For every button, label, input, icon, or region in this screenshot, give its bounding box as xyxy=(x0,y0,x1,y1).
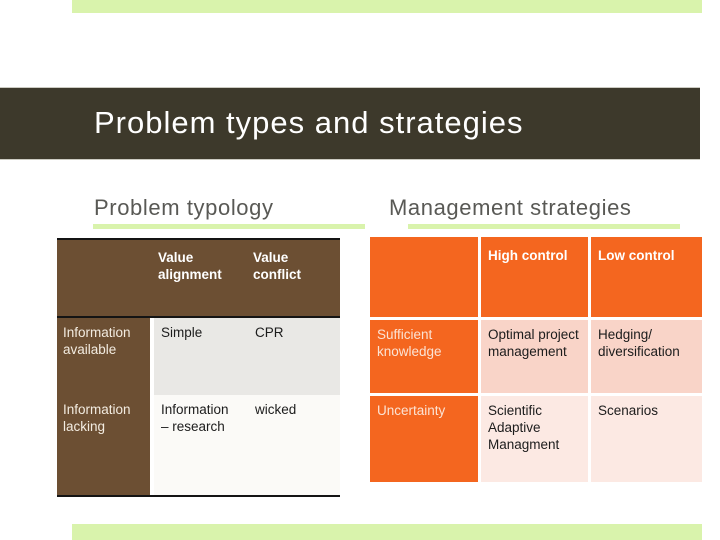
title-banner: Problem types and strategies xyxy=(0,87,700,160)
right-heading-underline xyxy=(408,224,680,229)
row-label-column: Information available Information lackin… xyxy=(57,318,150,495)
row-label-uncertainty: Uncertainty xyxy=(370,396,478,482)
cell-simple: Simple xyxy=(161,325,203,340)
cell-information-research: Information – research xyxy=(161,402,229,434)
body-cells: Simple CPR Information – research wicked xyxy=(154,318,340,495)
left-section-heading: Problem typology xyxy=(94,195,274,220)
table-row: Information – research wicked xyxy=(154,395,340,495)
cell-hedging-diversification: Hedging/ diversification xyxy=(591,320,702,393)
header-cell-empty xyxy=(370,237,478,317)
cell-optimal-project-management: Optimal project management xyxy=(481,320,588,393)
header-cell-value-conflict: Value conflict xyxy=(253,250,302,282)
header-cell-high-control: High control xyxy=(481,237,588,317)
problem-typology-table: Value alignment Value conflict Informati… xyxy=(57,238,340,497)
left-heading-underline xyxy=(93,224,365,229)
cell-wicked: wicked xyxy=(255,402,297,417)
problem-typology-header-row: Value alignment Value conflict xyxy=(57,240,340,318)
cell-scenarios: Scenarios xyxy=(591,396,702,482)
top-accent-bar xyxy=(72,0,702,13)
header-cell-low-control: Low control xyxy=(591,237,702,317)
cell-scientific-adaptive-managment: Scientific Adaptive Managment xyxy=(481,396,588,482)
row-label-information-available: Information available xyxy=(63,325,131,357)
bottom-accent-bar xyxy=(72,524,702,540)
row-label-information-lacking: Information lacking xyxy=(63,402,131,434)
header-cell-value-alignment: Value alignment xyxy=(158,250,222,282)
row-label-sufficient-knowledge: Sufficient knowledge xyxy=(370,320,478,393)
cell-cpr: CPR xyxy=(255,325,284,340)
table-row: Simple CPR xyxy=(154,318,340,395)
slide-title: Problem types and strategies xyxy=(94,105,524,140)
management-strategies-table: High control Low control Sufficient know… xyxy=(370,237,702,482)
right-section-heading: Management strategies xyxy=(389,195,632,220)
problem-typology-body: Information available Information lackin… xyxy=(57,318,340,495)
